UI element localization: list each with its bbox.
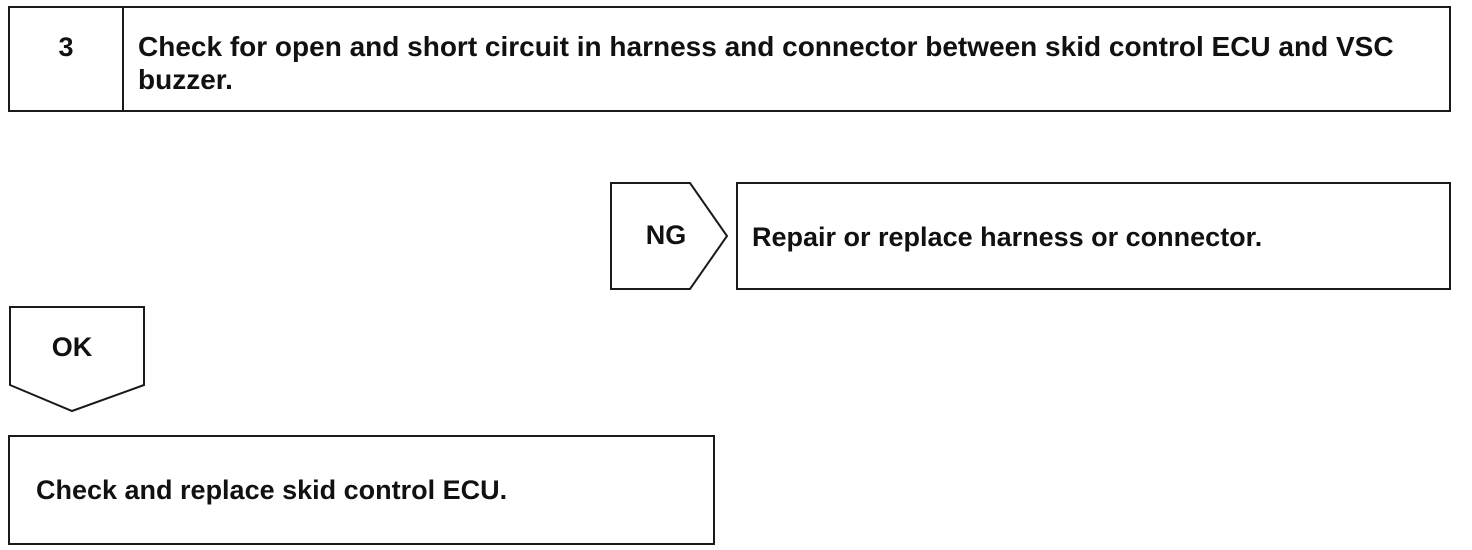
- step-number: 3: [10, 8, 124, 110]
- step-box: 3 Check for open and short circuit in ha…: [8, 6, 1451, 112]
- ok-label: OK: [51, 332, 93, 362]
- ok-action-box: Check and replace skid control ECU.: [8, 435, 715, 545]
- ng-label: NG: [645, 220, 687, 250]
- step-instruction: Check for open and short circuit in harn…: [138, 31, 1394, 95]
- ng-action-box: Repair or replace harness or connector.: [736, 182, 1451, 290]
- ok-action-text: Check and replace skid control ECU.: [36, 475, 508, 505]
- ng-action-text: Repair or replace harness or connector.: [752, 222, 1263, 252]
